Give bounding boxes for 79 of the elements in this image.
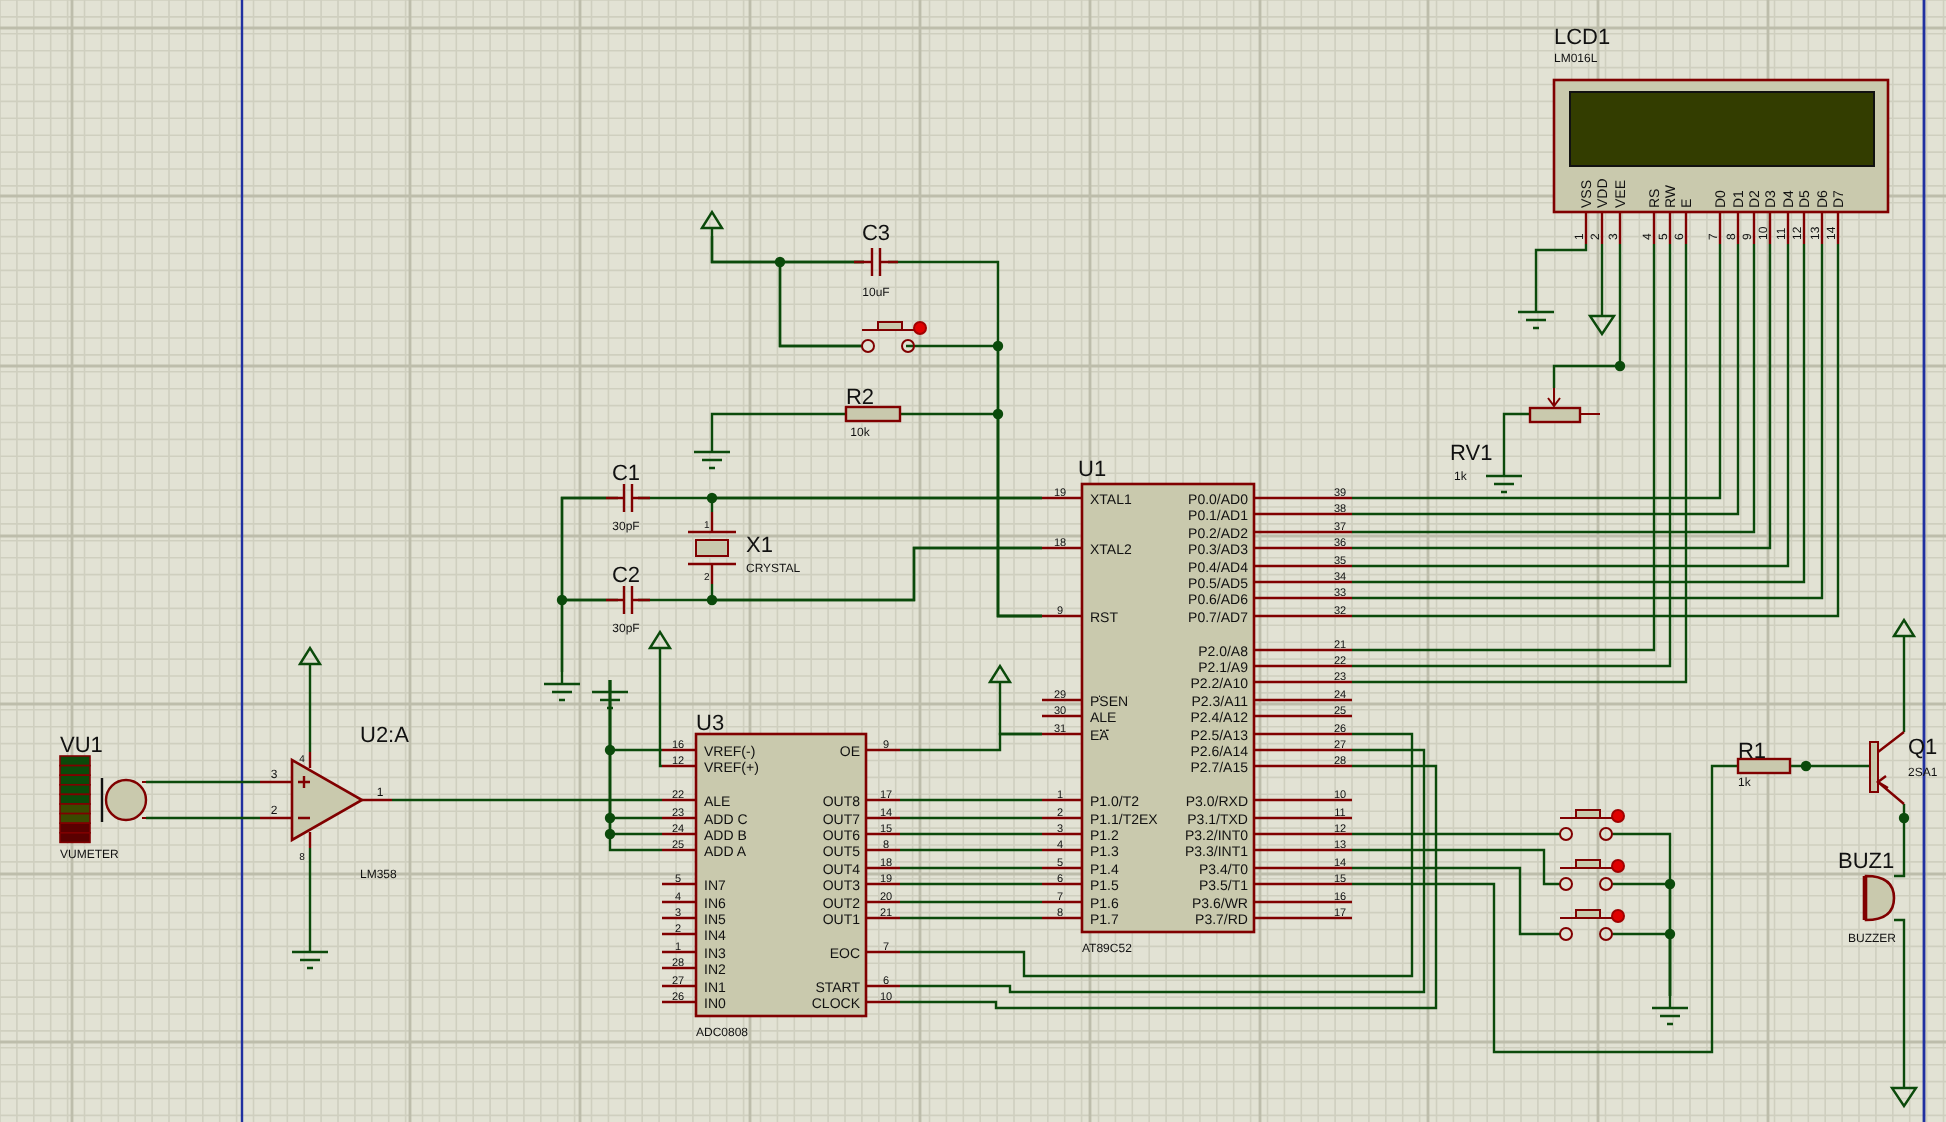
capacitor-symbol	[852, 222, 900, 300]
potentiometer-symbol	[1450, 387, 1601, 484]
wire	[900, 916, 1042, 920]
wire	[658, 656, 663, 768]
wire	[1600, 244, 1604, 308]
transistor-symbol	[1869, 730, 1938, 806]
op-amp-symbol	[258, 724, 409, 882]
power-terminal	[298, 645, 322, 674]
push-button-symbol	[1559, 909, 1625, 941]
wire	[1552, 244, 1622, 388]
capacitor-symbol	[604, 564, 652, 636]
component-label: VU1	[60, 734, 103, 758]
power-terminal	[700, 209, 724, 238]
wire	[1902, 644, 1906, 732]
component-label: U2:A	[360, 724, 409, 748]
wire	[900, 798, 1042, 802]
power-terminal	[988, 663, 1012, 692]
component-label: C2	[611, 564, 641, 588]
power-terminal	[1892, 617, 1916, 646]
wire	[710, 496, 1042, 512]
wire	[900, 732, 1042, 752]
power-terminal	[1890, 1078, 1919, 1108]
wire	[900, 900, 1042, 904]
component-label: LCD1	[1554, 26, 1611, 50]
power-terminal	[1588, 306, 1617, 336]
wire	[900, 412, 1042, 618]
wire	[900, 866, 1042, 870]
wire	[900, 848, 1042, 852]
wire	[1352, 848, 1560, 886]
power-terminal	[648, 629, 672, 658]
crystal-symbol	[686, 510, 801, 586]
wire	[710, 412, 846, 440]
component-label: BUZ1	[1838, 850, 1895, 874]
push-button-symbol	[1559, 859, 1625, 891]
component-label: U3	[696, 712, 725, 736]
wire	[308, 672, 312, 752]
wire	[1352, 832, 1560, 836]
push-button-symbol	[861, 321, 927, 353]
wire	[560, 598, 606, 672]
wire	[710, 546, 1042, 602]
component-label: C3	[861, 222, 891, 246]
component-label: R1	[1737, 740, 1767, 764]
wire	[1894, 918, 1906, 1080]
component-label: C1	[611, 462, 641, 486]
push-button-symbol	[1559, 809, 1625, 841]
wire	[710, 236, 862, 348]
wire	[1352, 866, 1560, 936]
buzzer-symbol	[1838, 850, 1896, 946]
component-label: RV1	[1450, 442, 1493, 466]
component-label: U1	[1078, 458, 1107, 482]
wire	[1502, 412, 1530, 464]
wire	[146, 816, 260, 820]
ground-symbol	[542, 670, 582, 702]
component-label: R2	[845, 386, 875, 410]
wire	[1352, 764, 1738, 1054]
resistor-symbol	[1736, 740, 1792, 790]
ic-symbol	[1042, 458, 1352, 956]
wire	[900, 816, 1042, 820]
wire	[392, 798, 662, 802]
vu-meter-drawing	[59, 734, 148, 862]
wire	[1534, 244, 1588, 300]
wire	[1612, 932, 1672, 996]
component-label: X1	[746, 534, 773, 558]
ground-symbol	[290, 938, 330, 970]
lcd-display-drawing	[1552, 26, 1890, 244]
capacitor-symbol	[604, 462, 652, 534]
resistor-symbol	[844, 386, 902, 440]
wire	[1894, 804, 1906, 878]
wire	[900, 882, 1042, 886]
ic-symbol	[662, 712, 900, 1040]
ground-symbol	[1650, 994, 1690, 1026]
wire	[1790, 764, 1870, 768]
wire	[146, 780, 260, 784]
ground-symbol	[1516, 298, 1556, 330]
ground-symbol	[1484, 462, 1524, 494]
wire	[308, 848, 312, 940]
wire	[900, 832, 1042, 836]
ground-symbol	[692, 438, 732, 470]
ground-symbol	[590, 678, 630, 710]
